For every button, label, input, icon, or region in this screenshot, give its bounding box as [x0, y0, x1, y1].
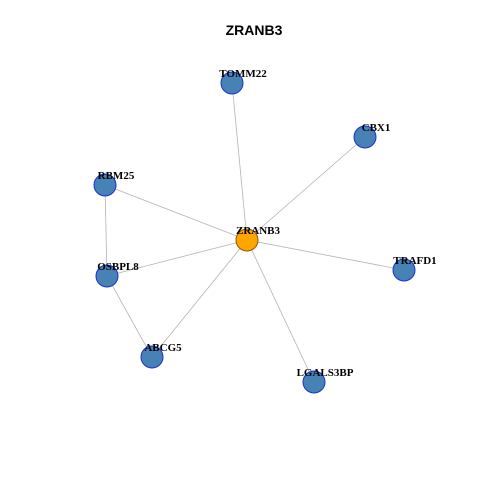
node-layer	[93, 71, 416, 394]
node-trafd1[interactable]	[392, 258, 416, 282]
edge-zranb3-tomm22	[231, 82, 248, 241]
node-label-osbpl8: OSBPL8	[97, 261, 139, 273]
node-rbm25[interactable]	[93, 173, 117, 197]
node-cbx1[interactable]	[353, 125, 377, 149]
node-label-tomm22: TOMM22	[219, 68, 267, 80]
node-label-abcg5: ABCG5	[144, 342, 182, 354]
edge-zranb3-trafd1	[246, 239, 405, 271]
node-tomm22[interactable]	[220, 71, 244, 95]
graph-title: ZRANB3	[226, 22, 283, 38]
node-label-zranb3: ZRANB3	[236, 225, 281, 237]
node-abcg5[interactable]	[140, 345, 164, 369]
edge-zranb3-lgals3bp	[246, 239, 315, 383]
edge-zranb3-cbx1	[246, 136, 366, 241]
edge-zranb3-osbpl8	[106, 239, 248, 277]
edge-layer	[104, 82, 405, 383]
edge-rbm25-osbpl8	[104, 184, 108, 277]
node-lgals3bp[interactable]	[302, 370, 326, 394]
edge-zranb3-rbm25	[104, 184, 248, 241]
node-label-lgals3bp: LGALS3BP	[297, 367, 354, 379]
node-zranb3[interactable]	[235, 228, 259, 252]
node-label-cbx1: CBX1	[362, 122, 391, 134]
node-osbpl8[interactable]	[95, 264, 119, 288]
edge-zranb3-abcg5	[151, 239, 248, 358]
edge-osbpl8-abcg5	[106, 275, 153, 358]
node-label-rbm25: RBM25	[98, 170, 135, 182]
node-label-trafd1: TRAFD1	[393, 255, 436, 267]
